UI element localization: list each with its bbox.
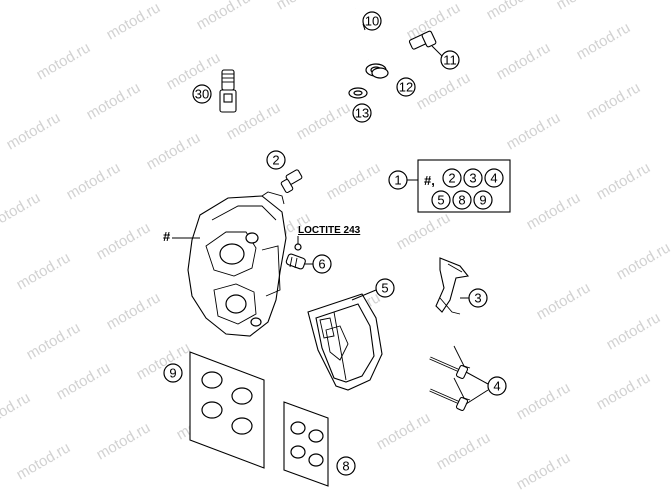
- callout-30: [192, 84, 212, 104]
- watermark-text: motod.ru: [94, 219, 154, 263]
- watermark-text: motod.ru: [64, 159, 124, 203]
- seal-kit-9-part: [189, 351, 265, 469]
- washer-13-part: [348, 87, 368, 99]
- callout-8: [336, 456, 356, 476]
- watermark-text: motod.ru: [0, 389, 33, 433]
- watermark-text: motod.ru: [24, 319, 84, 363]
- callout-8-label: 8: [342, 459, 349, 474]
- watermark-text: motod.ru: [294, 99, 354, 143]
- watermark-text: motod.ru: [394, 209, 454, 253]
- callout-1: [388, 170, 408, 190]
- callout-3: [468, 288, 488, 308]
- watermark-text: motod.ru: [374, 409, 434, 453]
- watermark-text: motod.ru: [504, 109, 564, 153]
- seal-kit-8-part: [283, 401, 329, 487]
- watermark-text: motod.ru: [164, 49, 224, 93]
- kit-callout-3: [463, 168, 483, 188]
- kit-hash-label: #,: [424, 173, 435, 188]
- callout-12: [396, 77, 416, 97]
- watermark-text: motod.ru: [534, 279, 594, 323]
- watermark-text: motod.ru: [194, 0, 254, 33]
- watermark-text: motod.ru: [574, 19, 634, 63]
- watermark-text: motod.ru: [54, 359, 114, 403]
- callout-6-label: 6: [318, 257, 325, 272]
- kit-callout-5: [431, 190, 451, 210]
- watermark-text: motod.ru: [494, 39, 554, 83]
- kit-callout-2-label: 2: [448, 171, 455, 186]
- watermark-text: motod.ru: [594, 159, 654, 203]
- callout-13-label: 13: [355, 106, 369, 121]
- callout-10-label: 10: [365, 14, 379, 29]
- kit-callout-3-label: 3: [469, 171, 476, 186]
- watermark-text: motod.ru: [484, 0, 544, 23]
- watermark-text: motod.ru: [414, 69, 474, 113]
- callout-2: [266, 150, 286, 170]
- callout-4-label: 4: [493, 379, 500, 394]
- callout-4: [487, 376, 507, 396]
- pad-spring-part: [435, 257, 470, 315]
- pad-pins-part: [429, 345, 471, 412]
- guide-pin-part: [285, 243, 306, 270]
- callout-13: [352, 103, 372, 123]
- loctite-label: LOCTITE 243: [298, 225, 361, 236]
- watermark-text: motod.ru: [584, 79, 644, 123]
- callout-2-label: 2: [272, 153, 279, 168]
- bleeder-screw-part: [280, 169, 303, 194]
- brake-caliper-part: [187, 191, 287, 337]
- watermark-text: motod.ru: [104, 289, 164, 333]
- bleeder-valve-part: [219, 69, 237, 113]
- callout-11-label: 11: [443, 53, 457, 68]
- watermark-text: motod.ru: [4, 109, 64, 153]
- watermark-text: motod.ru: [14, 249, 74, 293]
- callout-6: [312, 254, 332, 274]
- watermark-text: motod.ru: [104, 0, 164, 43]
- kit-callout-9: [473, 190, 493, 210]
- callout-5-label: 5: [381, 281, 388, 296]
- banjo-bolt-part: [408, 30, 437, 50]
- watermark-text: motod.ru: [0, 189, 43, 233]
- kit-callout-4: [484, 168, 504, 188]
- watermark-text: motod.ru: [34, 39, 94, 83]
- watermark-text: motod.ru: [514, 449, 574, 493]
- watermark-text: motod.ru: [434, 429, 494, 473]
- kit-callout-9-label: 9: [479, 193, 486, 208]
- callout-5: [375, 278, 395, 298]
- kit-callout-8-label: 8: [458, 193, 465, 208]
- kit-callout-2: [442, 168, 462, 188]
- brake-pads-part: [307, 293, 383, 391]
- watermark-text: motod.ru: [594, 369, 654, 413]
- watermark-text: motod.ru: [14, 439, 74, 483]
- callout-3-label: 3: [474, 291, 481, 306]
- caliper-hash-label: #: [163, 229, 171, 244]
- callout-30-label: 30: [195, 87, 209, 102]
- watermark-text: motod.ru: [274, 0, 334, 13]
- callout-12-label: 12: [399, 80, 413, 95]
- watermark-text: motod.ru: [614, 239, 672, 283]
- watermark-layer: motod.rumotod.rumotod.rumotod.rumotod.ru…: [0, 0, 672, 493]
- watermark-text: motod.ru: [324, 159, 384, 203]
- watermark-text: motod.ru: [604, 309, 664, 353]
- watermark-text: motod.ru: [514, 379, 574, 423]
- watermark-text: motod.ru: [134, 339, 194, 383]
- callout-1-label: 1: [394, 173, 401, 188]
- watermark-text: motod.ru: [554, 0, 614, 13]
- watermark-text: motod.ru: [84, 79, 144, 123]
- callout-11: [440, 50, 460, 70]
- kit-callout-4-label: 4: [490, 171, 497, 186]
- kit-callout-5-label: 5: [437, 193, 444, 208]
- watermark-text: motod.ru: [94, 419, 154, 463]
- callout-9: [163, 363, 183, 383]
- callout-10: [362, 11, 382, 31]
- washer-12-part: [371, 67, 389, 79]
- callout-9-label: 9: [169, 366, 176, 381]
- kit-callout-8: [452, 190, 472, 210]
- watermark-text: motod.ru: [524, 189, 584, 233]
- watermark-text: motod.ru: [144, 129, 204, 173]
